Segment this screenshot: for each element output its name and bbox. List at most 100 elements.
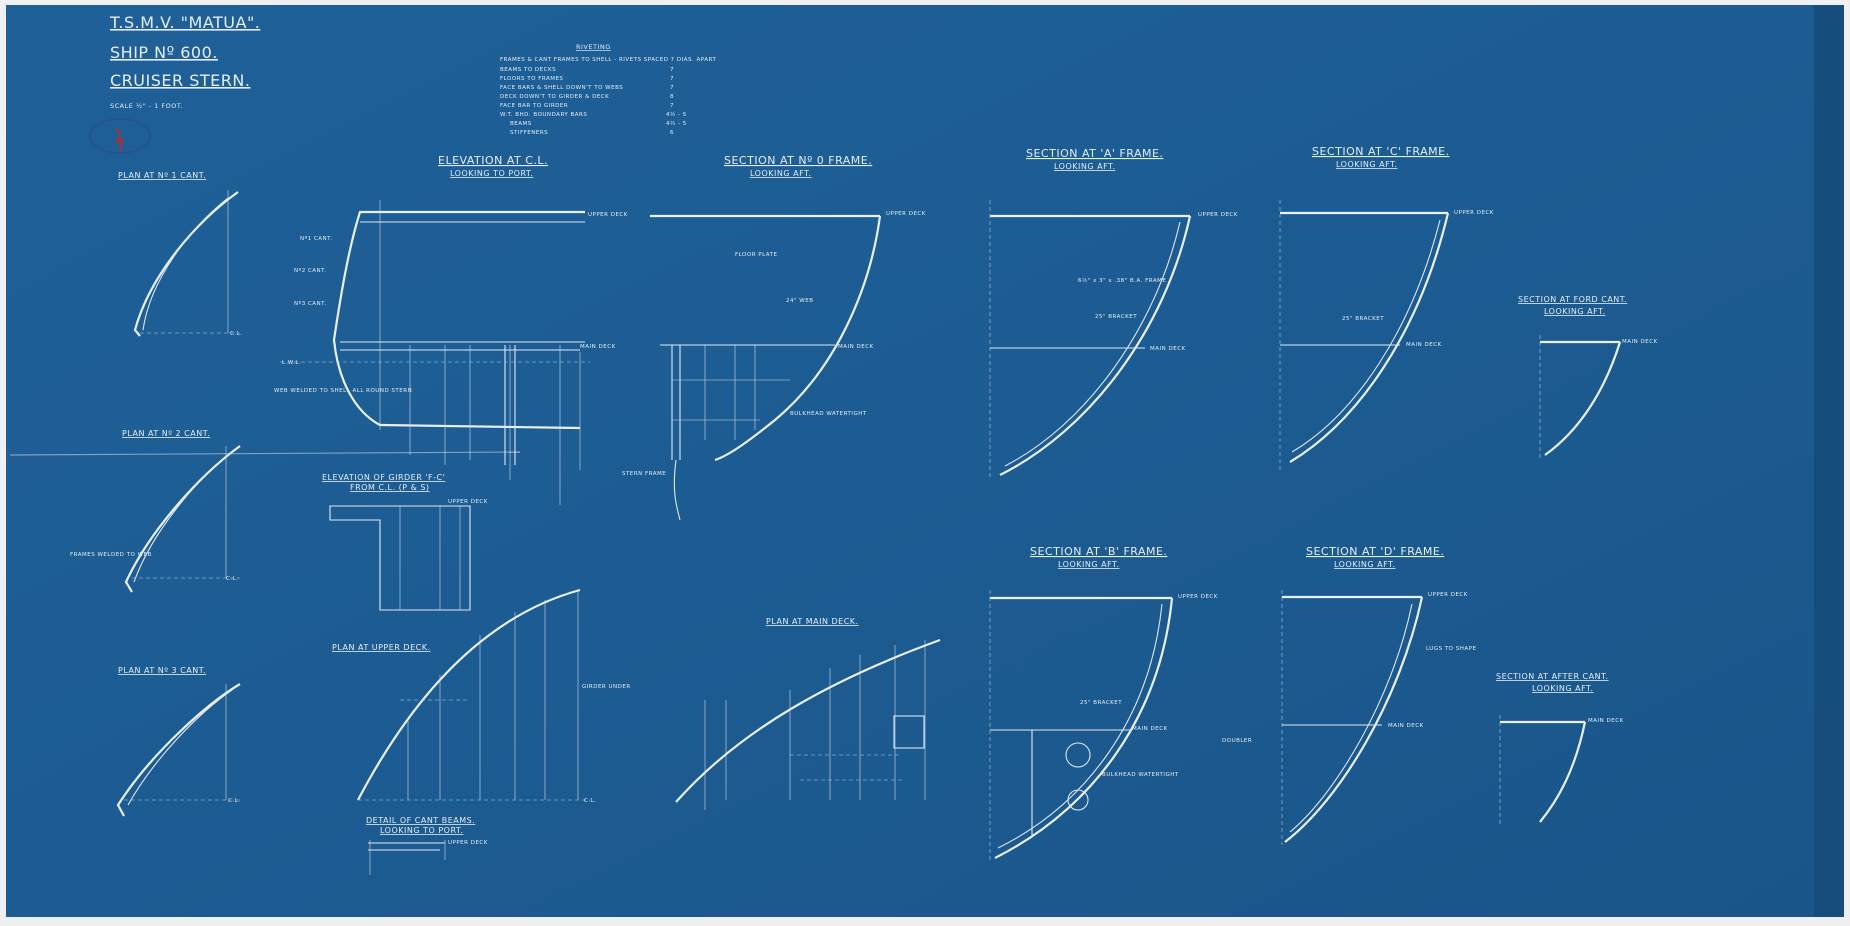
section-a-subtitle: LOOKING AFT.	[1054, 162, 1116, 171]
section-0-bulkhead-label: BULKHEAD WATERTIGHT	[790, 411, 867, 417]
riveting-row-item: BEAMS	[510, 121, 532, 127]
section-b-title: SECTION AT 'B' FRAME.	[1030, 545, 1167, 558]
paper-background	[6, 5, 1814, 917]
section-after-cant-title: SECTION AT AFTER CANT.	[1496, 672, 1609, 681]
riveting-row-value: 4½ - 5	[666, 111, 687, 118]
plan-main-deck-hatch	[893, 715, 925, 749]
riveting-row-item: FACE BAR TO GIRDER	[500, 103, 568, 109]
section-b-shell	[994, 597, 1174, 859]
section-ford-cant-shell	[1544, 341, 1622, 456]
section-a-bracket-label: 25" BRACKET	[1095, 314, 1137, 320]
section-after-cant-main-deck-label: MAIN DECK	[1588, 718, 1624, 724]
detail-cant-beams-subtitle: LOOKING TO PORT.	[380, 826, 463, 835]
section-0-title: SECTION AT Nº 0 FRAME.	[724, 154, 872, 167]
elevation-cant-2-label: Nº2 CANT.	[294, 267, 327, 274]
detail-cant-beams-view: DETAIL OF CANT BEAMS. LOOKING TO PORT. U…	[366, 816, 488, 875]
plan-cant-2-cl-label: C.L.	[226, 576, 238, 582]
fold-line	[9, 451, 521, 456]
plan-upper-deck-girder-label: GIRDER UNDER	[582, 684, 631, 690]
plan-main-deck-title: PLAN AT MAIN DECK.	[766, 617, 859, 626]
section-after-cant-shell	[1539, 721, 1587, 823]
section-d-shell	[1284, 596, 1424, 843]
section-0-floor-label: FLOOR PLATE	[735, 252, 777, 258]
elevation-stern-profile	[332, 210, 585, 430]
riveting-row-item: DECK DOWN'T TO GIRDER & DECK	[500, 94, 609, 100]
section-b-manhole	[1067, 789, 1089, 811]
section-b-frame	[997, 603, 1163, 849]
riveting-row-value: 8	[670, 94, 674, 100]
plan-upper-deck-cl-label: C.L.	[584, 798, 596, 804]
plan-cant-3-cl-label: C.L.	[228, 798, 240, 804]
girder-upper-deck-label: UPPER DECK	[448, 499, 488, 505]
riveting-row-value: 7	[670, 67, 674, 73]
riveting-row-value: 4½ - 5	[666, 120, 687, 127]
riveting-row-value: 7	[670, 103, 674, 109]
plan-main-deck-shell	[675, 638, 941, 803]
section-after-cant-view: SECTION AT AFTER CANT. LOOKING AFT. MAIN…	[1496, 672, 1624, 825]
section-0-shell	[714, 215, 882, 462]
riveting-row-item: STIFFENERS	[510, 130, 548, 136]
plan-upper-deck-title: PLAN AT UPPER DECK.	[332, 643, 431, 652]
drawing-subject: CRUISER STERN.	[110, 71, 250, 90]
plan-cant-1-title: PLAN AT Nº 1 CANT.	[118, 171, 206, 180]
section-c-view: SECTION AT 'C' FRAME. LOOKING AFT. UPPER…	[1279, 145, 1494, 470]
section-d-upper-deck-label: UPPER DECK	[1428, 592, 1468, 598]
section-c-title: SECTION AT 'C' FRAME.	[1312, 145, 1450, 158]
plan-cant-1-cl-label: C.L.	[230, 331, 242, 337]
elevation-cant-1-label: Nº1 CANT.	[300, 235, 333, 242]
title-block: T.S.M.V. "MATUA". SHIP Nº 600. CRUISER S…	[89, 13, 260, 154]
elevation-cl-view: ELEVATION AT C.L. LOOKING TO PORT. L.W.L…	[274, 154, 627, 505]
section-b-main-deck-label: MAIN DECK	[1132, 726, 1168, 732]
section-a-title: SECTION AT 'A' FRAME.	[1026, 147, 1163, 160]
elevation-girder-view: ELEVATION OF GIRDER 'F-C' FROM C.L. (P &…	[322, 473, 488, 611]
section-c-main-deck-label: MAIN DECK	[1406, 342, 1442, 348]
section-a-shell	[999, 215, 1192, 476]
section-ford-cant-subtitle: LOOKING AFT.	[1544, 307, 1606, 316]
elevation-cl-title: ELEVATION AT C.L.	[438, 154, 548, 167]
section-a-view: SECTION AT 'A' FRAME. LOOKING AFT. UPPER…	[989, 147, 1237, 480]
section-c-shell	[1289, 212, 1450, 463]
ship-number: SHIP Nº 600.	[110, 43, 218, 62]
section-a-frame-label: 6½" x 3" x .38" B.A. FRAME	[1078, 277, 1166, 284]
vessel-title: T.S.M.V. "MATUA".	[109, 13, 260, 32]
riveting-row-value: 7	[670, 76, 674, 82]
riveting-row-item: FLOORS TO FRAMES	[500, 76, 563, 82]
section-d-frame	[1289, 603, 1413, 833]
section-d-view: SECTION AT 'D' FRAME. LOOKING AFT. UPPER…	[1222, 545, 1476, 845]
elevation-girder-subtitle: FROM C.L. (P & S)	[350, 483, 430, 492]
section-b-view: SECTION AT 'B' FRAME. LOOKING AFT. UPPER…	[989, 545, 1218, 860]
section-b-upper-deck-label: UPPER DECK	[1178, 594, 1218, 600]
paper-right-edge	[1814, 5, 1844, 917]
plan-cant-2-title: PLAN AT Nº 2 CANT.	[122, 429, 210, 438]
section-c-frame	[1291, 219, 1441, 453]
section-d-title: SECTION AT 'D' FRAME.	[1306, 545, 1444, 558]
section-c-bracket-label: 25" BRACKET	[1342, 316, 1384, 322]
section-c-upper-deck-label: UPPER DECK	[1454, 210, 1494, 216]
section-d-subtitle: LOOKING AFT.	[1334, 560, 1396, 569]
plan-cant-2-note: FRAMES WELDED TO WEB	[70, 552, 152, 558]
section-b-bulkhead-label: BULKHEAD WATERTIGHT	[1102, 772, 1179, 778]
section-b-subtitle: LOOKING AFT.	[1058, 560, 1120, 569]
riveting-row-item: BEAMS TO DECKS	[500, 67, 556, 73]
elevation-web-note: WEB WELDED TO SHELL ALL ROUND STERN	[274, 388, 412, 394]
section-0-stern-frame-label: STERN FRAME	[622, 471, 666, 477]
section-b-manhole	[1065, 742, 1091, 768]
plan-upper-deck-view: PLAN AT UPPER DECK. C.L. GIRDER UNDER	[332, 588, 631, 804]
plan-cant-2-inner	[133, 451, 233, 583]
riveting-row-item: FACE BARS & SHELL DOWN'T TO WEBS	[500, 85, 623, 91]
riveting-heading: RIVETING	[576, 43, 611, 51]
plan-cant-1-view: PLAN AT Nº 1 CANT. C.L.	[118, 171, 242, 337]
detail-cant-beams-upper-deck-label: UPPER DECK	[448, 840, 488, 846]
detail-cant-beams-title: DETAIL OF CANT BEAMS.	[366, 816, 475, 825]
section-ford-cant-main-deck-label: MAIN DECK	[1622, 339, 1658, 345]
girder-outline	[329, 505, 471, 611]
section-0-main-deck-label: MAIN DECK	[838, 344, 874, 350]
plan-cant-3-shell	[116, 683, 241, 817]
elevation-girder-title: ELEVATION OF GIRDER 'F-C'	[322, 473, 445, 482]
plan-cant-1-inner	[142, 197, 229, 331]
section-d-doubler-label: DOUBLER	[1222, 738, 1252, 744]
plan-cant-3-title: PLAN AT Nº 3 CANT.	[118, 666, 206, 675]
drawing-scale: SCALE ½" - 1 FOOT.	[110, 102, 183, 110]
plan-upper-deck-shell	[357, 588, 581, 801]
